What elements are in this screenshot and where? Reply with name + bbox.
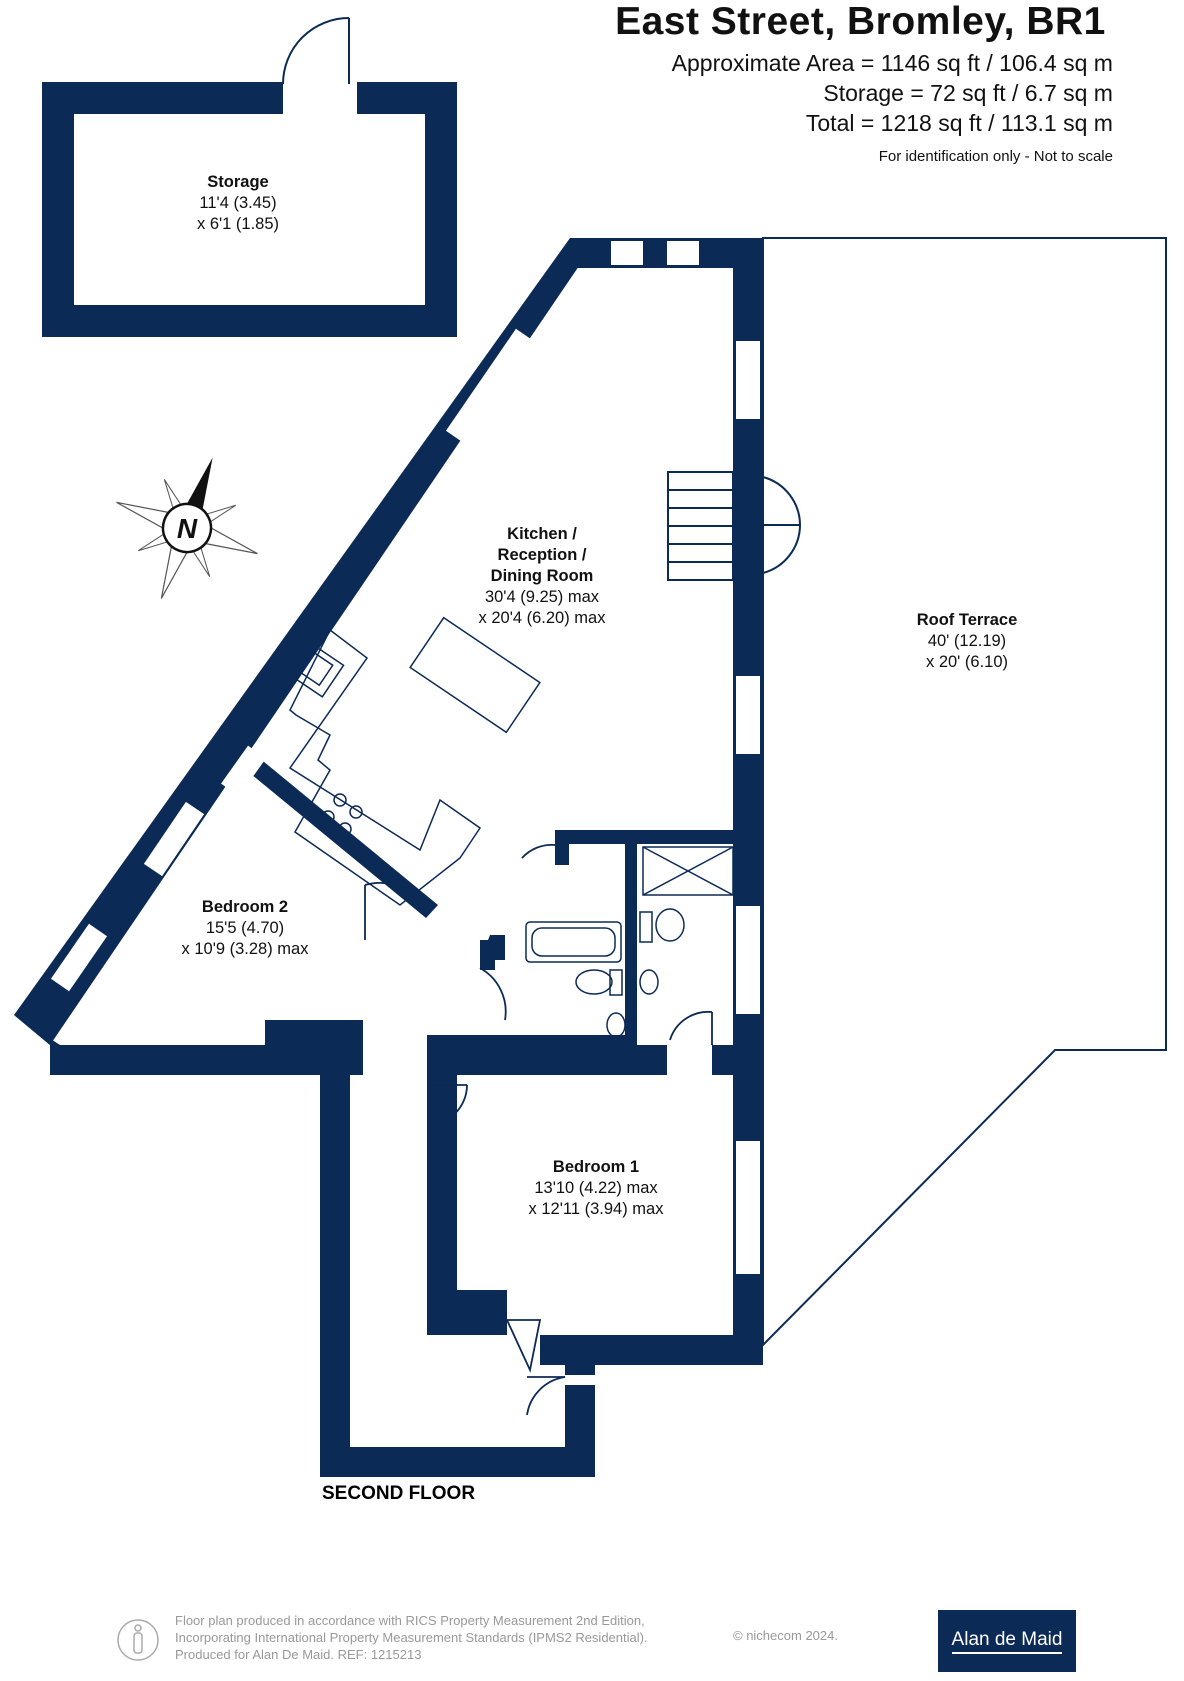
room-dimension: 11'4 (3.45): [199, 194, 277, 212]
kitchen-units: [288, 616, 541, 906]
footer-line: Produced for Alan De Maid. REF: 1215213: [175, 1647, 422, 1662]
room-label-bedroom-2: Bedroom 2 15'5 (4.70) x 10'9 (3.28) max: [182, 897, 309, 960]
total-area: Total = 1218 sq ft / 113.1 sq m: [805, 110, 1113, 136]
floor-label: SECOND FLOOR: [322, 1483, 476, 1504]
roof-terrace-outline: [762, 237, 1167, 1348]
room-name: Bedroom 1: [552, 1158, 640, 1176]
footer-line: Floor plan produced in accordance with R…: [175, 1613, 645, 1628]
room-name: Dining Room: [490, 567, 594, 585]
brand-logo: Alan de Maid: [938, 1610, 1076, 1672]
interior-doors: [364, 844, 713, 1416]
room-name: Bedroom 2: [201, 898, 289, 916]
disclaimer-note: For identification only - Not to scale: [878, 148, 1113, 165]
brand-name: Alan de Maid: [951, 1629, 1063, 1654]
room-name: Roof Terrace: [916, 611, 1018, 629]
windows: [609, 239, 762, 1276]
footer-line: Incorporating International Property Mea…: [175, 1630, 648, 1645]
room-name: Storage: [207, 173, 269, 191]
room-dimension: x 20'4 (6.20) max: [478, 609, 606, 627]
terrace-doors: [762, 476, 801, 574]
room-dimension: 30'4 (9.25) max: [484, 588, 600, 606]
room-dimension: 15'5 (4.70): [205, 919, 285, 937]
room-dimension: x 20' (6.10): [925, 653, 1009, 671]
person-icon: [117, 1619, 159, 1661]
stairs: [667, 471, 734, 581]
diagonal-windows: [50, 328, 535, 992]
room-label-storage: Storage 11'4 (3.45) x 6'1 (1.85): [197, 172, 279, 235]
room-label-kitchen: Kitchen / Reception / Dining Room 30'4 (…: [479, 524, 606, 629]
bathroom-fittings: [525, 846, 734, 1038]
room-dimension: x 6'1 (1.85): [196, 215, 280, 233]
storage-room-walls: [42, 82, 457, 337]
room-dimension: x 12'11 (3.94) max: [528, 1200, 664, 1218]
footer-notes: Floor plan produced in accordance with R…: [175, 1612, 648, 1663]
room-dimension: x 10'9 (3.28) max: [181, 940, 309, 958]
page-title: East Street, Bromley, BR1: [615, 0, 1106, 43]
storage-area: Storage = 72 sq ft / 6.7 sq m: [823, 80, 1113, 106]
room-name: Kitchen /: [507, 525, 577, 543]
copyright-notice: © nichecom 2024.: [733, 1628, 838, 1643]
room-name: Reception /: [497, 546, 587, 564]
storage-door: [282, 17, 350, 85]
hob: [321, 793, 363, 836]
room-dimension: 13'10 (4.22) max: [534, 1179, 658, 1197]
room-label-roof-terrace: Roof Terrace 40' (12.19) x 20' (6.10): [917, 610, 1018, 673]
outer-walls: [14, 238, 763, 1477]
room-label-bedroom-1: Bedroom 1 13'10 (4.22) max x 12'11 (3.94…: [529, 1157, 664, 1220]
compass-icon: [116, 457, 258, 599]
approximate-area: Approximate Area = 1146 sq ft / 106.4 sq…: [671, 50, 1113, 76]
room-dimension: 40' (12.19): [927, 632, 1007, 650]
compass-letter: N: [177, 513, 198, 544]
